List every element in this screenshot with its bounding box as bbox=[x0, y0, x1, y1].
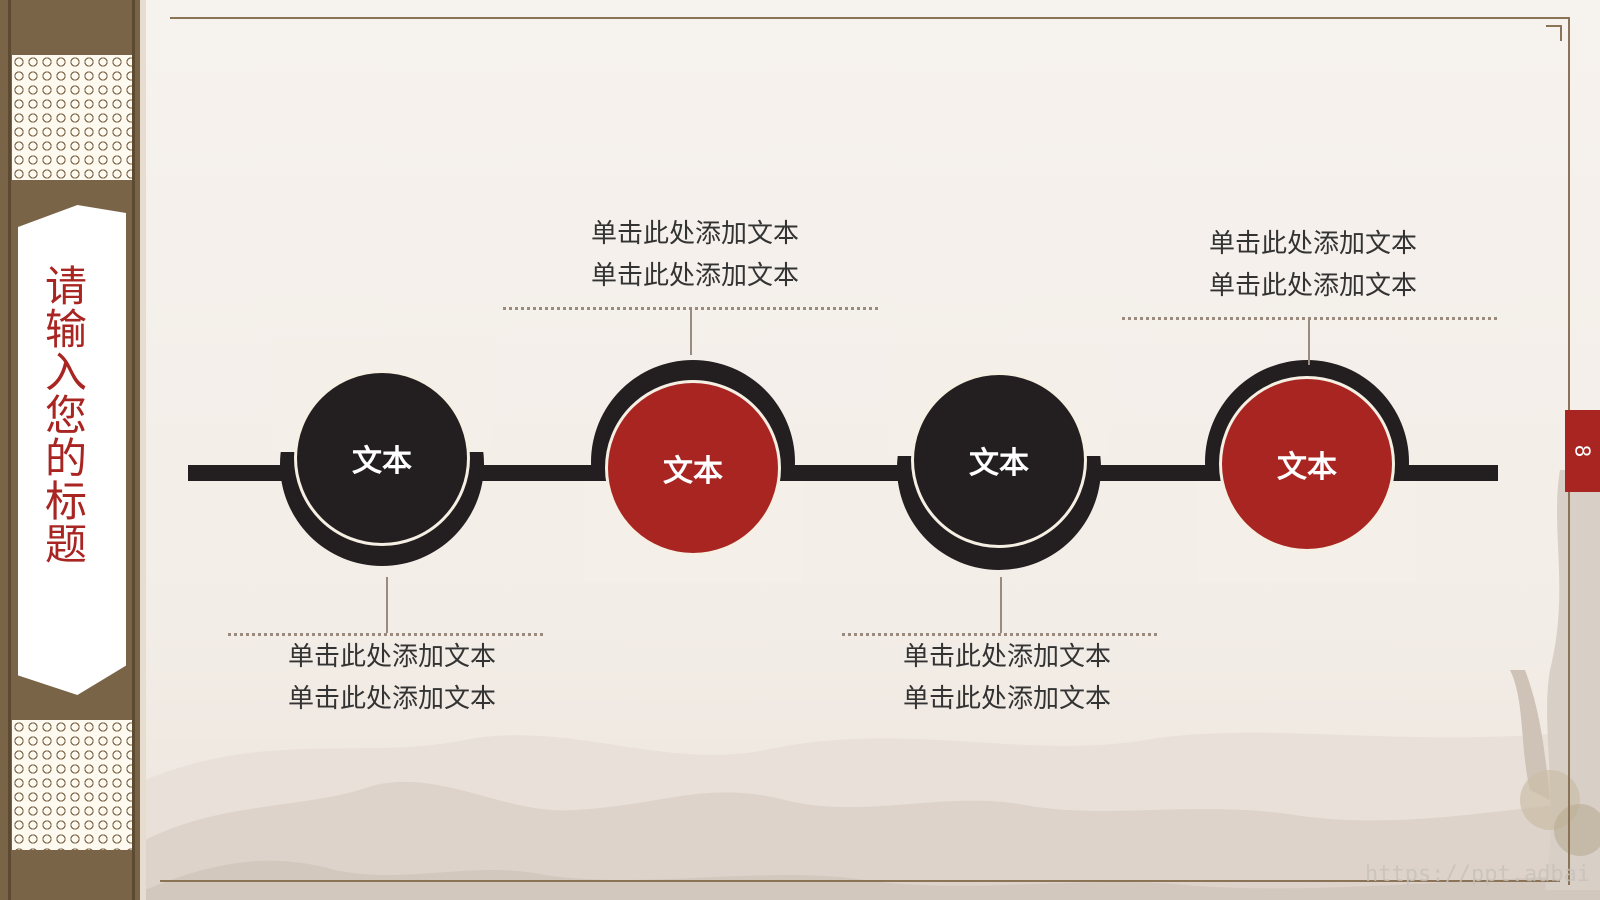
timeline-node-2[interactable]: 文本 bbox=[605, 380, 781, 556]
caption-line: 单击此处添加文本 bbox=[590, 261, 799, 291]
connector-stem bbox=[386, 577, 388, 633]
column-line bbox=[132, 0, 135, 900]
dotted-divider bbox=[503, 307, 878, 310]
mountain-landscape bbox=[145, 730, 1600, 900]
title-panel bbox=[18, 205, 126, 695]
column-line bbox=[8, 0, 11, 900]
caption-2[interactable]: 单击此处添加文本 单击此处添加文本 bbox=[545, 213, 845, 297]
caption-line: 单击此处添加文本 bbox=[287, 684, 496, 714]
page-number-tab: 8 bbox=[1565, 410, 1600, 492]
connector-stem bbox=[1000, 577, 1002, 633]
timeline-bar-segment bbox=[188, 465, 288, 481]
caption-line: 单击此处添加文本 bbox=[287, 642, 496, 672]
slide-title[interactable]: 请输入您的标题 bbox=[44, 262, 87, 569]
column-edge bbox=[140, 0, 146, 900]
lattice-pattern-top bbox=[12, 55, 132, 180]
node-label: 文本 bbox=[352, 444, 412, 479]
dotted-divider bbox=[228, 633, 543, 636]
frame-bottom-line bbox=[160, 880, 1560, 882]
frame-corner-ornament bbox=[1538, 17, 1570, 49]
caption-1[interactable]: 单击此处添加文本 单击此处添加文本 bbox=[242, 636, 542, 720]
frame-corner-ornament-inner bbox=[1546, 25, 1562, 41]
tree-decoration bbox=[1510, 470, 1600, 890]
page-number: 8 bbox=[1570, 444, 1595, 458]
timeline-node-1[interactable]: 文本 bbox=[294, 370, 470, 546]
caption-4[interactable]: 单击此处添加文本 单击此处添加文本 bbox=[1163, 223, 1463, 307]
timeline-bar-segment bbox=[790, 465, 910, 481]
dotted-divider bbox=[842, 633, 1157, 636]
caption-3[interactable]: 单击此处添加文本 单击此处添加文本 bbox=[857, 636, 1157, 720]
node-label: 文本 bbox=[1277, 450, 1337, 485]
caption-line: 单击此处添加文本 bbox=[1208, 271, 1417, 301]
frame-top-line bbox=[170, 17, 1540, 19]
caption-line: 单击此处添加文本 bbox=[1208, 229, 1417, 259]
caption-line: 单击此处添加文本 bbox=[902, 642, 1111, 672]
node-label: 文本 bbox=[663, 454, 723, 489]
watermark: https://ppt.adbai bbox=[1365, 862, 1591, 887]
lattice-pattern-bottom bbox=[12, 720, 132, 850]
node-label: 文本 bbox=[969, 446, 1029, 481]
connector-stem bbox=[690, 310, 692, 355]
timeline-node-4[interactable]: 文本 bbox=[1219, 376, 1395, 552]
timeline-node-3[interactable]: 文本 bbox=[911, 372, 1087, 548]
dotted-divider bbox=[1122, 317, 1497, 320]
caption-line: 单击此处添加文本 bbox=[902, 684, 1111, 714]
connector-stem bbox=[1308, 320, 1310, 365]
caption-line: 单击此处添加文本 bbox=[590, 219, 799, 249]
